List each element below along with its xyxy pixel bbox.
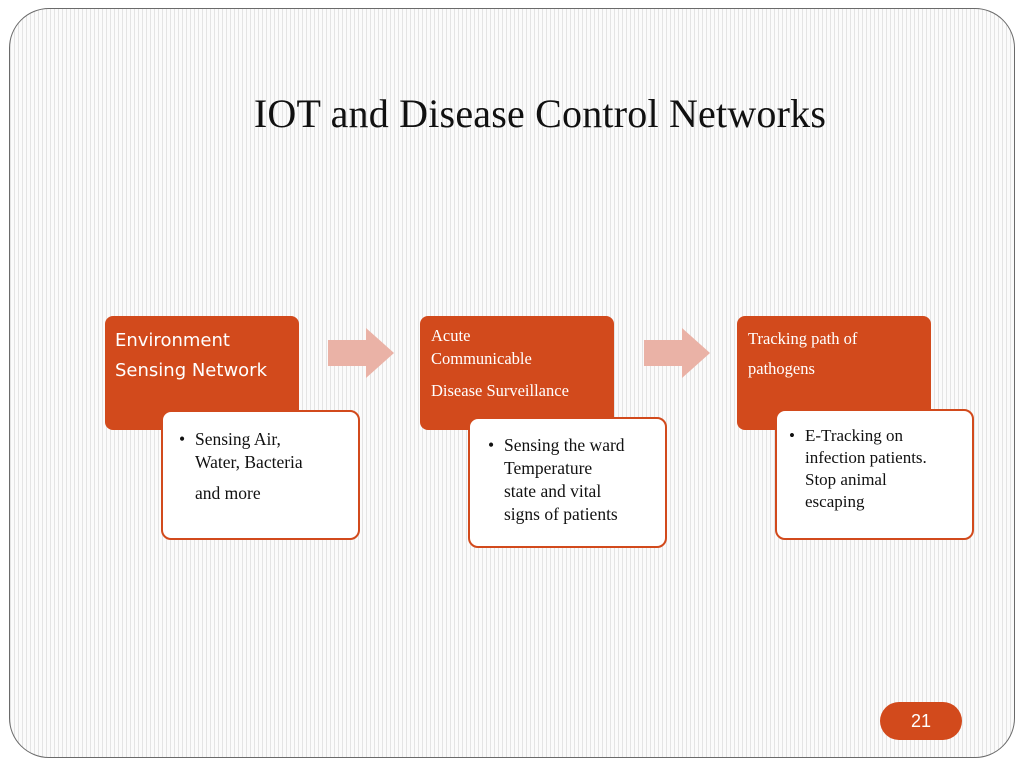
step-2-detail-list: • Sensing the ward Temperature state and… — [484, 434, 657, 526]
step-1-detail-line-3: and more — [195, 483, 261, 503]
bullet-icon: • — [179, 429, 186, 449]
step-1-heading-line-1: Environment — [115, 330, 230, 351]
step-2-detail-box: • Sensing the ward Temperature state and… — [468, 417, 667, 548]
step-2-heading-box: Acute Communicable Disease Surveillance — [420, 316, 614, 430]
bullet-icon: • — [488, 435, 495, 455]
step-2-detail-line-1: Sensing the ward — [504, 435, 625, 455]
list-item: • Sensing the ward Temperature state and… — [484, 434, 657, 526]
step-2-detail-line-2: Temperature — [504, 458, 593, 478]
step-2-detail-line-3: state and vital — [504, 481, 602, 501]
bullet-icon: • — [789, 426, 795, 445]
page-number-badge: 21 — [880, 702, 962, 740]
step-3-detail-line-3: Stop animal — [805, 470, 887, 489]
step-3-heading-line-2: pathogens — [748, 359, 815, 378]
step-2-heading-line-1: Acute — [431, 326, 471, 345]
step-1-detail-list: • Sensing Air, Water, Bacteria and more — [175, 428, 350, 505]
step-1-detail-box: • Sensing Air, Water, Bacteria and more — [161, 410, 360, 540]
step-1-heading-line-2: Sensing Network — [115, 360, 267, 381]
slide-title: IOT and Disease Control Networks — [253, 91, 827, 136]
step-3-detail-list: • E-Tracking on infection patients. Stop… — [785, 425, 964, 513]
step-2-heading-line-3: Disease Surveillance — [431, 381, 569, 400]
step-3-detail-line-2: infection patients. — [805, 448, 927, 467]
step-2-detail-line-4: signs of patients — [504, 504, 618, 524]
step-1-detail-line-2: Water, Bacteria — [195, 452, 303, 472]
step-1-detail-line-1: Sensing Air, — [195, 429, 281, 449]
step-3-detail-box: • E-Tracking on infection patients. Stop… — [775, 409, 974, 540]
list-item: • E-Tracking on infection patients. Stop… — [785, 425, 964, 513]
step-3-heading-line-1: Tracking path of — [748, 329, 858, 348]
arrow-right-icon — [328, 328, 394, 378]
arrow-right-icon — [644, 328, 710, 378]
step-3-detail-line-1: E-Tracking on — [805, 426, 904, 445]
step-3-detail-line-4: escaping — [805, 492, 865, 511]
list-item: • Sensing Air, Water, Bacteria and more — [175, 428, 350, 505]
step-2-heading-line-2: Communicable — [431, 349, 532, 368]
